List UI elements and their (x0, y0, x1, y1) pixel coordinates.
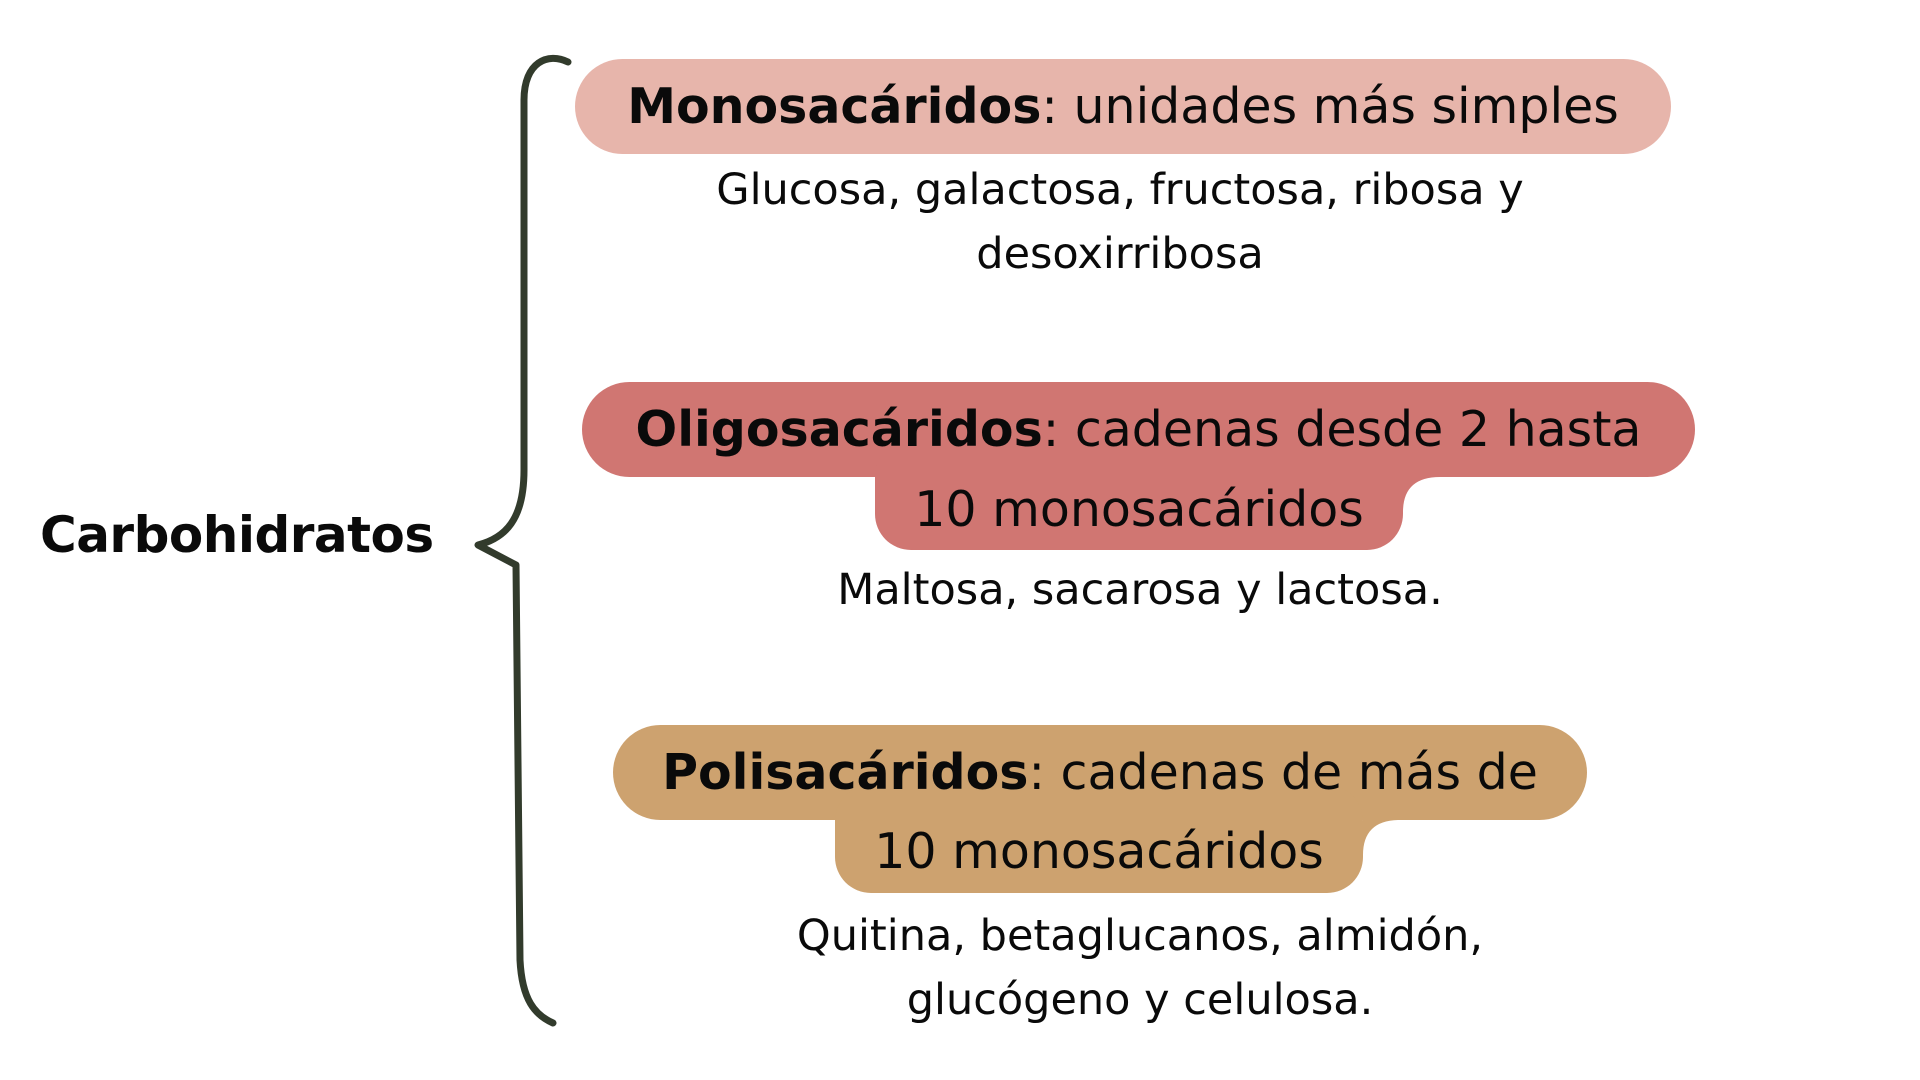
root-label-carbohidratos: Carbohidratos (40, 506, 434, 564)
oligo-term: Oligosacáridos (635, 401, 1043, 458)
oligo-pill-bg (582, 382, 1695, 550)
oligo-definition-line2: 10 monosacáridos (914, 481, 1364, 538)
mono-definition-text: : unidades más simples (1041, 78, 1619, 135)
poli-examples-line1: Quitina, betaglucanos, almidón, (796, 911, 1484, 961)
poli-definition: Polisacáridos: cadenas de más de (613, 743, 1587, 803)
mono-term: Monosacáridos (627, 78, 1042, 135)
poli-examples-line2: glucógeno y celulosa. (906, 975, 1374, 1025)
mono-examples-line2: desoxirribosa (976, 229, 1264, 279)
curly-brace-icon (474, 54, 572, 1027)
oligo-definition-text: : cadenas desde 2 hasta (1042, 401, 1642, 458)
poli-definition-text: : cadenas de más de (1028, 744, 1538, 801)
mono-definition: Monosacáridos: unidades más simples (575, 77, 1671, 137)
oligo-examples-line1: Maltosa, sacarosa y lactosa. (837, 565, 1443, 615)
oligo-definition: Oligosacáridos: cadenas desde 2 hasta (582, 400, 1695, 460)
poli-pill-bg (613, 725, 1587, 893)
poli-definition-line2: 10 monosacáridos (874, 823, 1324, 880)
mono-examples-line1: Glucosa, galactosa, fructosa, ribosa y (716, 165, 1524, 215)
mono-pill-bg (575, 59, 1671, 154)
poli-term: Polisacáridos (662, 744, 1029, 801)
